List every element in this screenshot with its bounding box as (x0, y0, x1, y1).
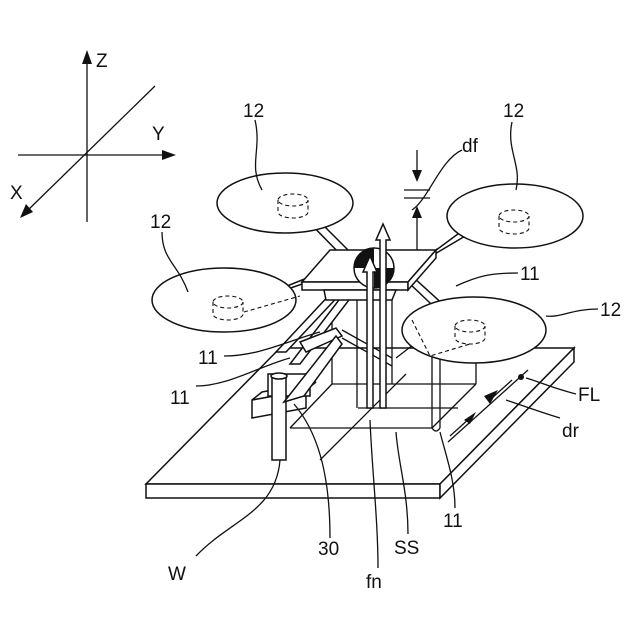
x-axis-label: X (10, 183, 23, 204)
label-12-left: 12 (150, 212, 171, 233)
label-dr: dr (562, 421, 580, 442)
label-w: W (168, 564, 186, 585)
rotor-left (152, 268, 296, 332)
rotor-top-left (217, 173, 353, 233)
leader-12-right (546, 309, 598, 316)
moment-arrows-df (404, 150, 430, 250)
coordinate-axes: Z Y X (10, 50, 176, 222)
weight-cylinder (272, 376, 286, 460)
weight-cylinder-top (271, 373, 287, 379)
z-axis-label: Z (96, 51, 108, 72)
floor-plate-front (146, 484, 440, 498)
x-axis-line (26, 86, 155, 212)
label-12-top-left: 12 (243, 101, 264, 122)
x-axis-arrowhead (20, 204, 33, 218)
label-df: df (462, 136, 479, 157)
label-11-left-upper: 11 (198, 348, 218, 369)
leader-12-top-right (511, 122, 518, 190)
z-axis-arrowhead (82, 50, 92, 64)
df-arrow-down (412, 170, 422, 182)
label-12-top-right: 12 (503, 101, 524, 122)
label-fl: FL (578, 385, 600, 406)
rotor-front-right (402, 297, 546, 363)
label-11-upper-right: 11 (520, 264, 540, 285)
floor-plate (146, 348, 574, 498)
label-12-right: 12 (600, 300, 621, 321)
label-11-lower-right: 11 (443, 511, 463, 532)
body-front-edge (302, 282, 408, 290)
label-ss: SS (394, 538, 419, 559)
label-11-left-lower: 11 (170, 388, 190, 409)
leader-11-upper-right (456, 273, 518, 286)
label-fn: fn (366, 572, 382, 593)
fl-reference-dot (518, 374, 524, 380)
rotor-top-right (447, 184, 583, 248)
label-30: 30 (318, 539, 339, 560)
df-arrow-up (412, 206, 422, 218)
y-axis-arrowhead (162, 150, 176, 160)
y-axis-label: Y (152, 124, 165, 145)
